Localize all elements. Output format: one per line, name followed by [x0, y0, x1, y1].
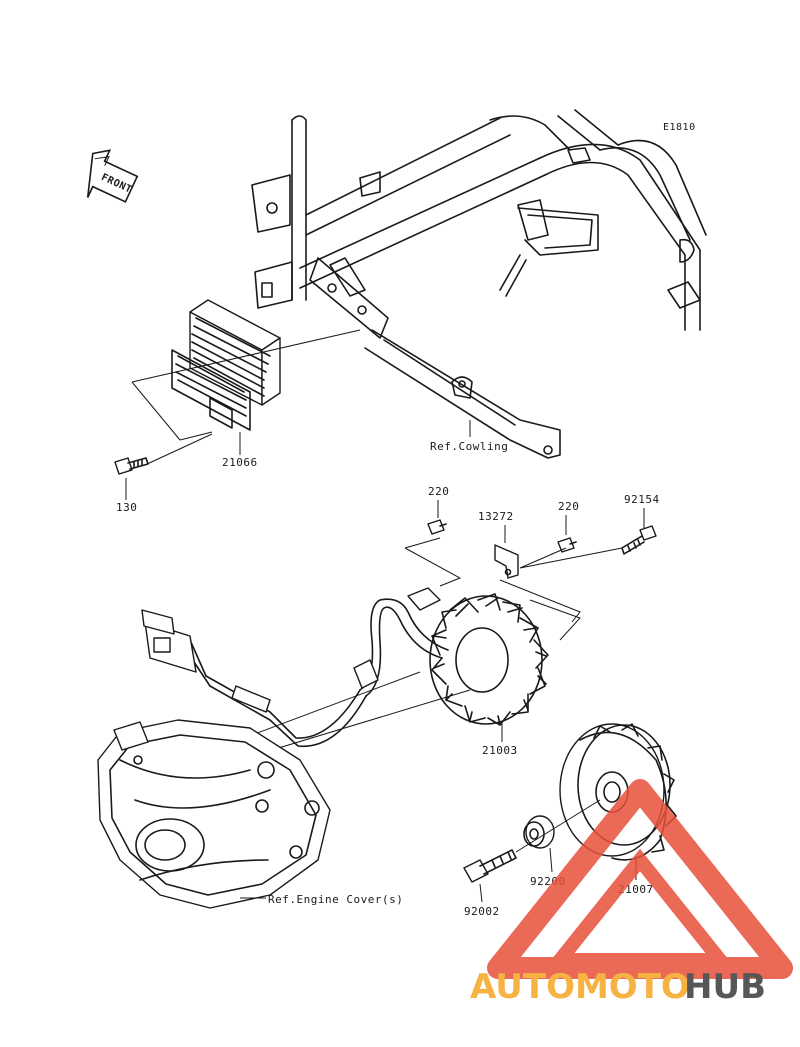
bolt-92154: [621, 525, 657, 555]
watermark-text-part2: HUB: [684, 967, 766, 1007]
label-220-right: 220: [558, 500, 579, 513]
wire-harness: [141, 587, 449, 748]
engine-cover: [97, 719, 331, 909]
bolt-92002: [463, 849, 517, 883]
washer-92200: [523, 815, 555, 849]
regulator-rectifier: [171, 299, 281, 431]
screw-220-left: [427, 519, 447, 535]
stator-21003: [429, 593, 549, 726]
rotor-21007: [559, 723, 677, 861]
watermark-logo: AUTOMOTO HUB: [470, 779, 793, 1007]
frame-drawing: [251, 109, 707, 459]
label-13272: 13272: [478, 510, 514, 523]
label-21003: 21003: [482, 744, 518, 757]
clamp-13272: [494, 544, 519, 579]
label-92154: 92154: [624, 493, 660, 506]
watermark-text-part1: AUTOMOTO: [470, 967, 690, 1007]
diagram-code: E1810: [663, 122, 696, 133]
label-92002: 92002: [464, 905, 500, 918]
label-21066: 21066: [222, 456, 258, 469]
label-130: 130: [116, 501, 137, 514]
ref-engine-cover-label: Ref.Engine Cover(s): [268, 893, 403, 906]
ref-cowling-label: Ref.Cowling: [430, 440, 508, 453]
label-220-left: 220: [428, 485, 449, 498]
screw-220-right: [557, 537, 577, 553]
front-arrow-icon: FRONT: [86, 149, 139, 203]
bolt-130: [114, 457, 149, 475]
